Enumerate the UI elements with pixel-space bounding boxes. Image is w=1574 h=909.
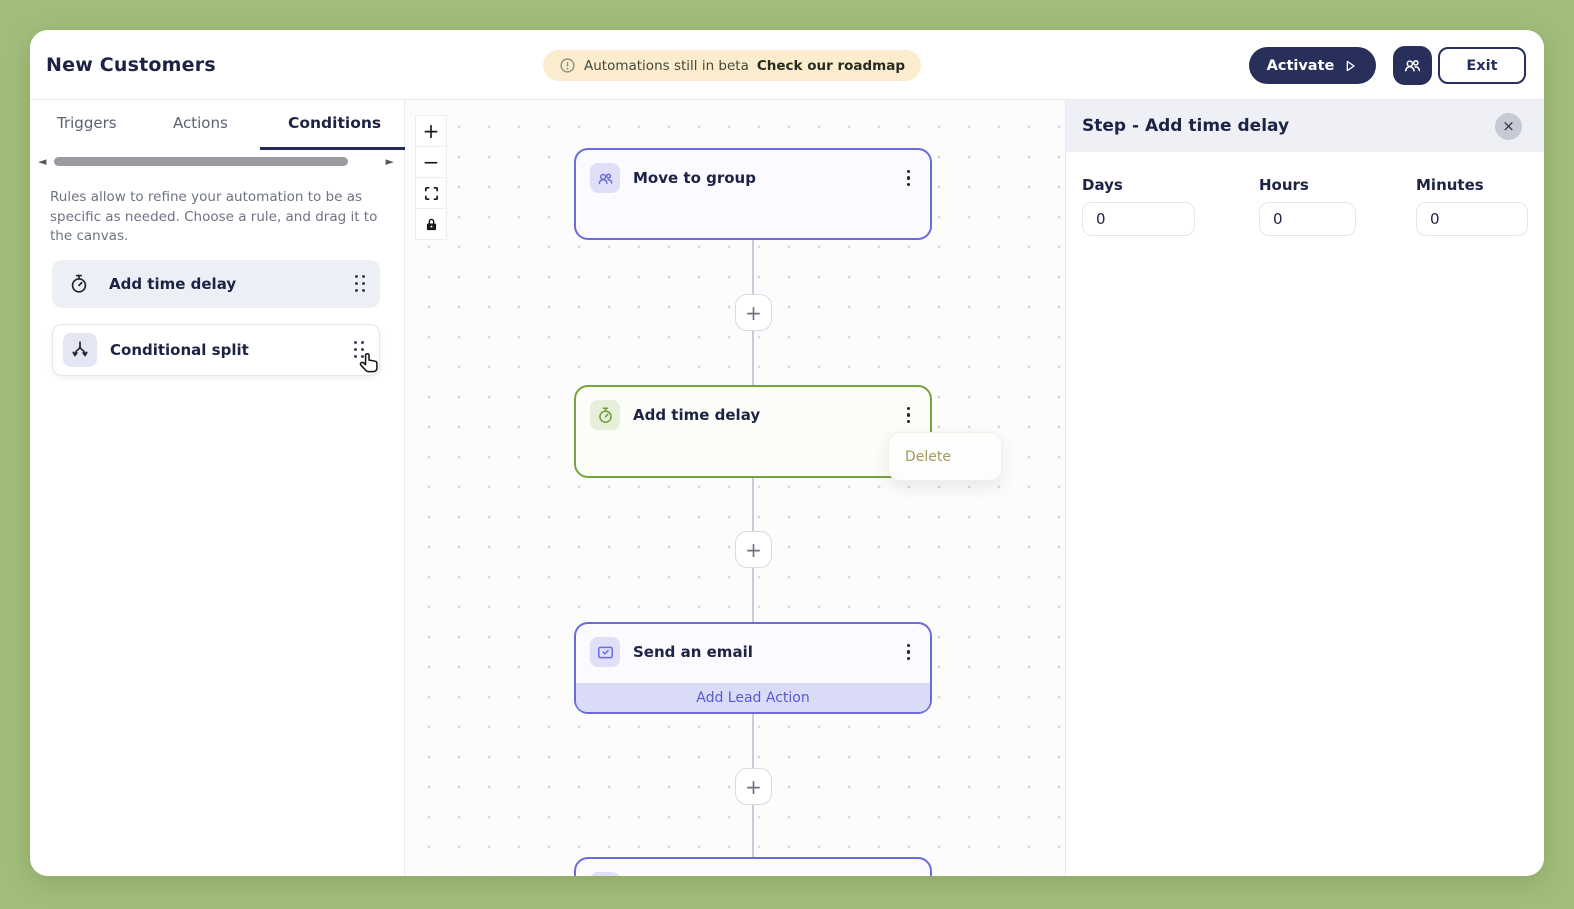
stopwatch-icon — [590, 400, 620, 430]
page-title: New Customers — [46, 54, 216, 76]
users-icon — [1402, 55, 1423, 76]
close-icon[interactable]: × — [1495, 112, 1522, 140]
rule-item-conditional-split[interactable]: Conditional split — [52, 324, 380, 376]
tab-triggers[interactable]: Triggers — [57, 114, 117, 132]
activate-button-label: Activate — [1266, 57, 1335, 74]
days-label: Days — [1082, 176, 1123, 194]
node-send-an-email[interactable]: Send an email Add Lead Action — [574, 622, 932, 714]
days-field-group: Days — [1082, 176, 1195, 236]
delete-menu-item[interactable]: Delete — [889, 449, 1001, 465]
zoom-out-button[interactable]: − — [415, 146, 447, 178]
lock-icon — [423, 216, 440, 233]
rule-item-label: Conditional split — [110, 341, 249, 359]
node-menu-button[interactable] — [901, 166, 917, 191]
app-window: New Customers Automations still in beta … — [30, 30, 1544, 876]
node-add-time-delay[interactable]: Add time delay — [574, 385, 932, 478]
fit-view-button[interactable] — [415, 177, 447, 209]
node-title: Move to group — [633, 169, 756, 187]
panel-header: Step - Add time delay × — [1066, 100, 1544, 152]
play-icon — [1342, 58, 1358, 74]
node-title: Send an email — [633, 643, 753, 661]
add-step-button[interactable]: + — [735, 768, 772, 805]
top-header: New Customers Automations still in beta … — [30, 30, 1544, 100]
canvas-controls: + − — [415, 115, 447, 240]
roadmap-link[interactable]: Check our roadmap — [756, 57, 906, 74]
activate-button[interactable]: Activate — [1249, 47, 1376, 84]
split-icon — [63, 333, 97, 367]
minus-icon: − — [422, 150, 440, 174]
node-context-menu: Delete — [888, 432, 1002, 481]
info-icon — [559, 57, 576, 74]
node-partial[interactable] — [574, 857, 932, 876]
users-icon — [590, 163, 620, 193]
minutes-input[interactable] — [1416, 202, 1528, 236]
audience-button[interactable] — [1393, 46, 1432, 85]
zoom-in-button[interactable]: + — [415, 115, 447, 147]
add-step-button[interactable]: + — [735, 531, 772, 568]
exit-button[interactable]: Exit — [1438, 47, 1526, 84]
step-settings-panel: Step - Add time delay × Days Hours Minut… — [1065, 100, 1544, 876]
hours-label: Hours — [1259, 176, 1309, 194]
node-menu-button[interactable] — [901, 640, 917, 665]
hours-input[interactable] — [1259, 202, 1356, 236]
fit-view-icon — [423, 185, 440, 202]
tabs-scrollbar[interactable]: ◄ ► — [30, 154, 404, 170]
node-title: Add time delay — [633, 406, 761, 424]
tab-conditions[interactable]: Conditions — [288, 114, 382, 132]
scroll-left-arrow-icon[interactable]: ◄ — [38, 155, 47, 168]
drag-handle-icon[interactable] — [354, 341, 365, 359]
rule-item-add-time-delay[interactable]: Add time delay — [52, 260, 380, 308]
scrollbar-thumb[interactable] — [54, 157, 348, 166]
plus-icon: + — [422, 119, 440, 143]
hours-field-group: Hours — [1259, 176, 1356, 236]
minutes-field-group: Minutes — [1416, 176, 1528, 236]
rules-sidebar: Triggers Actions Conditions ◄ ► Rules al… — [30, 100, 405, 876]
add-step-button[interactable]: + — [735, 294, 772, 331]
days-input[interactable] — [1082, 202, 1195, 236]
node-menu-button[interactable] — [901, 403, 917, 428]
scroll-right-arrow-icon[interactable]: ► — [385, 155, 394, 168]
email-icon — [590, 637, 620, 667]
users-icon — [590, 872, 620, 876]
stopwatch-icon — [62, 267, 96, 301]
add-lead-action-button[interactable]: Add Lead Action — [576, 683, 930, 712]
lock-canvas-button[interactable] — [415, 208, 447, 240]
drag-handle-icon[interactable] — [355, 275, 366, 293]
rules-description: Rules allow to refine your automation to… — [50, 189, 378, 245]
panel-title: Step - Add time delay — [1082, 116, 1290, 136]
minutes-label: Minutes — [1416, 176, 1484, 194]
node-move-to-group[interactable]: Move to group — [574, 148, 932, 240]
rule-item-label: Add time delay — [109, 275, 237, 293]
beta-notice: Automations still in beta Check our road… — [543, 50, 922, 81]
sidebar-tabs: Triggers Actions Conditions — [30, 100, 405, 150]
workflow-canvas[interactable]: + − — [405, 100, 1065, 876]
active-tab-indicator — [260, 147, 405, 150]
beta-notice-text: Automations still in beta — [584, 57, 749, 74]
tab-actions[interactable]: Actions — [173, 114, 228, 132]
